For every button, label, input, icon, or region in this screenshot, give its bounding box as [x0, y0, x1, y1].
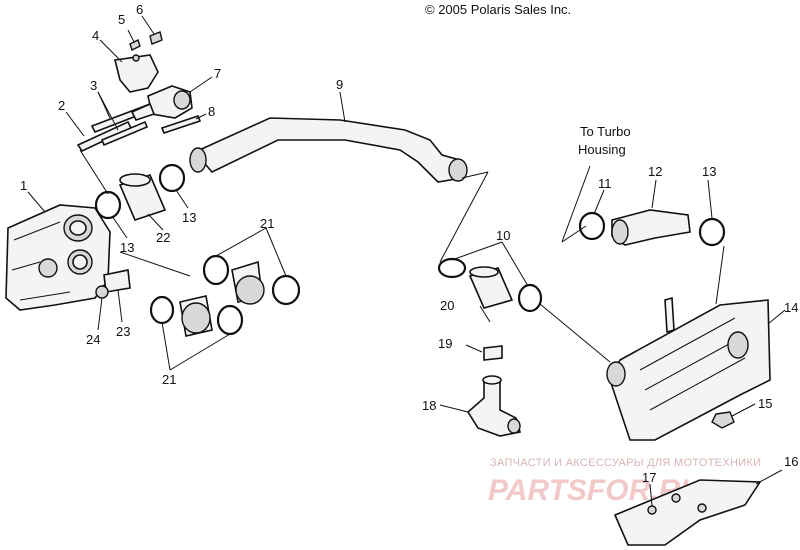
callout-6: 6: [136, 2, 143, 17]
leader-lines: [27, 15, 786, 507]
callout-13-left: 13: [120, 240, 134, 255]
clamp-10-left: [437, 257, 467, 279]
callout-20: 20: [440, 298, 454, 313]
callout-12: 12: [648, 164, 662, 179]
callout-10: 10: [496, 228, 510, 243]
nut-15: [711, 411, 735, 429]
screws: [129, 31, 163, 51]
clamp-11: [578, 211, 606, 241]
hose-12: [611, 209, 691, 246]
clamp-19: [483, 345, 503, 361]
annotation-to-turbo: To Turbo: [580, 124, 631, 139]
callout-2: 2: [58, 98, 65, 113]
callout-13-right: 13: [702, 164, 716, 179]
elbow-fitting-18: [466, 375, 522, 437]
callout-11: 11: [598, 176, 612, 191]
bypass-valve: [130, 85, 193, 121]
callout-17: 17: [642, 470, 656, 485]
callout-16: 16: [784, 454, 798, 469]
mounting-plate-16: [613, 479, 762, 546]
copyright-text: © 2005 Polaris Sales Inc.: [425, 2, 571, 17]
callout-9: 9: [336, 77, 343, 92]
mounting-bracket: [114, 54, 159, 93]
callout-18: 18: [422, 398, 436, 413]
clamp-13-upper: [158, 163, 186, 193]
coupler-set-21-lower: [149, 295, 244, 337]
callout-14: 14: [784, 300, 798, 315]
callout-21-upper: 21: [260, 216, 274, 231]
clamp-13-right: [698, 217, 726, 247]
watermark-tagline: ЗАПЧАСТИ И АКСЕССУАРЫ ДЛЯ МОТОТЕХНИКИ: [490, 457, 761, 469]
clamp-13-left: [94, 190, 122, 220]
coupler-set-21-upper: [202, 254, 301, 306]
coupler-22: [118, 173, 167, 221]
intake-tube: [189, 117, 468, 183]
callout-23: 23: [116, 324, 130, 339]
callout-7: 7: [214, 66, 221, 81]
callout-3: 3: [90, 78, 97, 93]
callout-22: 22: [156, 230, 170, 245]
clamp-10-right: [517, 283, 543, 313]
air-box-housing: [5, 204, 111, 311]
callouts: 1 2 3 4 5 6 7 8 9 13 13 22 21 21 24 23 1…: [20, 2, 798, 485]
fitting-24: [95, 285, 109, 299]
callout-13-upper: 13: [182, 210, 196, 225]
callout-15: 15: [758, 396, 772, 411]
annotation-housing: Housing: [578, 142, 626, 157]
coupler-20: [468, 266, 514, 309]
callout-19: 19: [438, 336, 452, 351]
intercooler-14: [606, 296, 771, 441]
callout-5: 5: [118, 12, 125, 27]
callout-8: 8: [208, 104, 215, 119]
callout-1: 1: [20, 178, 27, 193]
callout-21-lower: 21: [162, 372, 176, 387]
screw-17: [647, 505, 657, 515]
screw-8: [160, 115, 202, 134]
callout-24: 24: [86, 332, 100, 347]
callout-4: 4: [92, 28, 99, 43]
